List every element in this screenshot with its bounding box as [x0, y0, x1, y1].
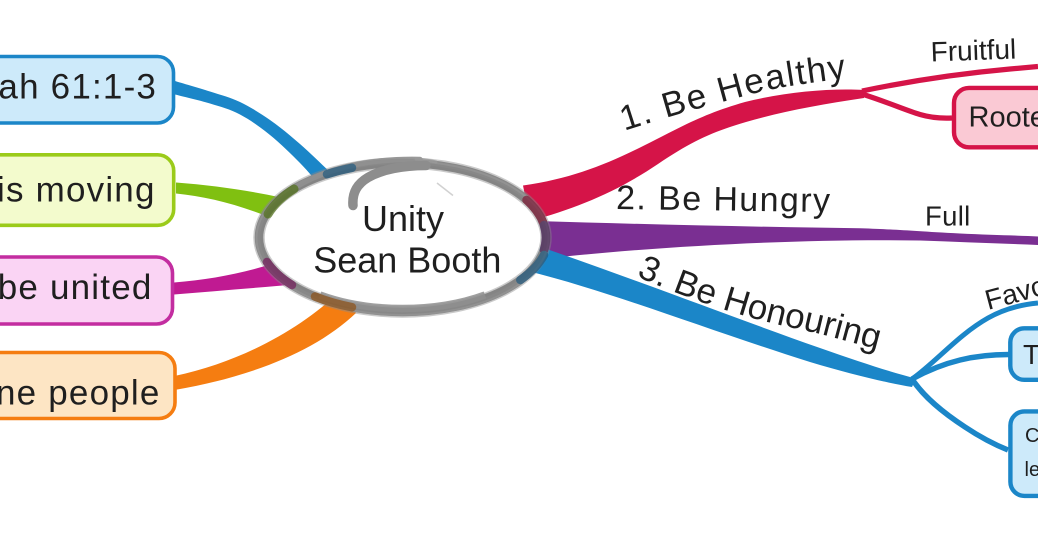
svg-text:Full: Full: [925, 201, 971, 232]
svg-text:ne people: ne people: [0, 373, 161, 412]
svg-text:Fruitful: Fruitful: [930, 34, 1017, 68]
svg-text:2. Be Hungry: 2. Be Hungry: [616, 179, 832, 220]
svg-text:be united: be united: [0, 268, 153, 307]
svg-text:Church: Church: [1025, 425, 1038, 447]
svg-text:Rooted: Rooted: [969, 102, 1038, 134]
svg-text:Sean Booth: Sean Booth: [313, 240, 501, 281]
svg-text:is moving: is moving: [0, 171, 156, 210]
svg-text:ah 61:1-3: ah 61:1-3: [0, 68, 157, 107]
svg-text:Unity: Unity: [362, 198, 444, 239]
svg-text:leaders: leaders: [1025, 459, 1038, 481]
svg-text:Truth: Truth: [1023, 339, 1038, 370]
